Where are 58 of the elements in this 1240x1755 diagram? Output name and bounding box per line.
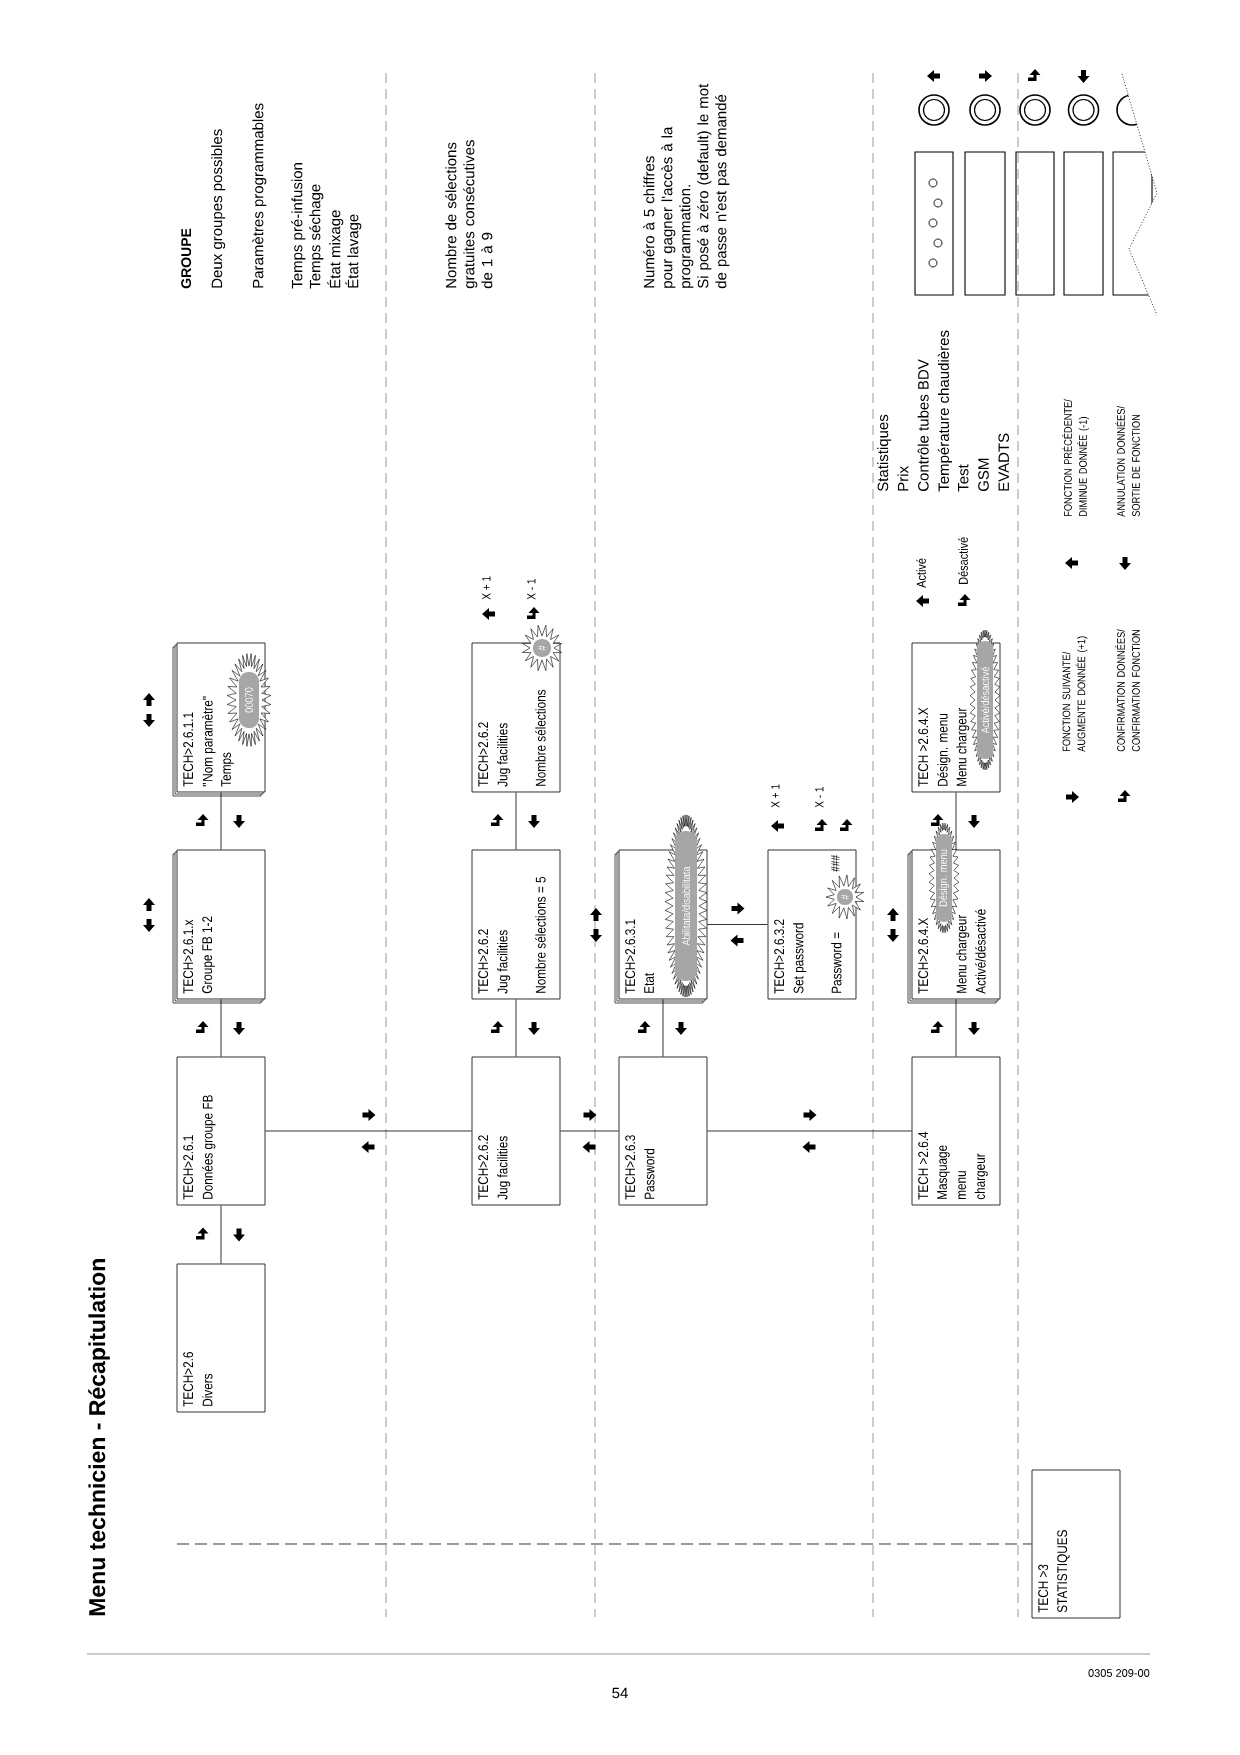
starburst-callout: Activé/désactivé bbox=[969, 629, 1001, 771]
connector-line bbox=[515, 792, 517, 850]
starburst-callout: Désign. menu bbox=[928, 822, 960, 934]
menu-box: TECH>2.6.1.x Groupe FB 1-2 bbox=[172, 849, 266, 1004]
heading: GROUPE bbox=[181, 228, 192, 289]
connector-line bbox=[955, 792, 957, 850]
connector-line bbox=[707, 1130, 912, 1132]
list-item: Temps pré-infusion bbox=[291, 163, 306, 289]
legend-text: ANNULATION DONNÉES/ SORTIE DE FONCTION bbox=[1115, 406, 1140, 517]
menu-item: Test bbox=[958, 464, 969, 492]
legend-text: FONCTION PRÉCÉDENTE/ DIMINUE DONNÉE (-1) bbox=[1062, 399, 1089, 517]
menu-box: TECH>2.6.2 Jug facilities bbox=[471, 1056, 561, 1206]
menu-box: TECH>2.6.1 Données groupe FB bbox=[176, 1056, 266, 1206]
menu-item: EVADTS bbox=[998, 433, 1010, 491]
connector-line bbox=[707, 924, 768, 925]
connector-line bbox=[220, 999, 222, 1057]
menu-box: TECH >3 STATISTIQUES bbox=[1031, 1469, 1121, 1619]
menu-box: TECH >2.6.4 Masquage menu chargeur bbox=[911, 1056, 1001, 1206]
document-number: 0305 209-00 bbox=[1088, 1669, 1150, 1677]
note-text: Si posé à zéro (default) le mot de passe n'est pas demandé bbox=[697, 83, 730, 289]
key-label: Activé bbox=[916, 558, 926, 588]
menu-item: Prix bbox=[897, 466, 909, 491]
legend-text: CONFIRMATION DONNÉES/ CONFIRMATION FONCTION bbox=[1115, 629, 1140, 752]
note-text: Paramètres programmables bbox=[252, 103, 267, 288]
connector-line bbox=[515, 999, 517, 1057]
connector-line bbox=[265, 1130, 472, 1132]
starburst-callout: 00070 bbox=[226, 653, 272, 747]
menu-item: Contrôle tubes BDV bbox=[917, 359, 929, 491]
connector-line bbox=[662, 999, 664, 1057]
menu-item: Statistiques bbox=[877, 414, 892, 492]
note-text: Numéro à 5 chiffres pour gagner l'accès à la programmation. bbox=[643, 126, 694, 288]
note-text: Deux groupes possibles bbox=[211, 129, 226, 288]
menu-box: TECH>2.6 Divers bbox=[176, 1263, 266, 1413]
connector-line bbox=[220, 1205, 222, 1264]
connector-line bbox=[955, 999, 957, 1057]
page-number: 54 bbox=[612, 1687, 628, 1699]
page-title: Menu technicien - Récapitulation bbox=[88, 1259, 110, 1616]
list-item: État mixage bbox=[327, 210, 344, 288]
key-label: X + 1 bbox=[771, 784, 780, 808]
menu-box: TECH>2.6.3 Password bbox=[618, 1056, 708, 1206]
key-label: X - 1 bbox=[815, 787, 824, 808]
display-text: ### bbox=[831, 855, 840, 872]
starburst-callout: # bbox=[825, 874, 864, 920]
connector-line bbox=[220, 792, 222, 850]
list-item: État lavage bbox=[345, 214, 362, 288]
key-label: Désactivé bbox=[958, 537, 968, 584]
note-text: Nombre de sélections gratuites consécutives de 1 à 9 bbox=[445, 140, 493, 289]
key-label: X + 1 bbox=[482, 576, 491, 600]
menu-item: GSM bbox=[978, 458, 989, 492]
connector-line bbox=[560, 1130, 619, 1132]
key-label: X - 1 bbox=[527, 579, 536, 600]
list-item: Temps séchage bbox=[309, 184, 324, 289]
legend-text: FONCTION SUIVANTE/ AUGMENTE DONNÉE (+1) bbox=[1062, 636, 1088, 752]
menu-item: Température chaudières bbox=[937, 330, 952, 492]
starburst-callout: Abilitata/disabilitata bbox=[664, 814, 708, 998]
menu-box: TECH>2.6.2 Jug facilities Nombre sélections = 5 bbox=[471, 849, 561, 1000]
starburst-callout: # bbox=[522, 624, 562, 672]
connector-line bbox=[176, 1543, 1032, 1545]
